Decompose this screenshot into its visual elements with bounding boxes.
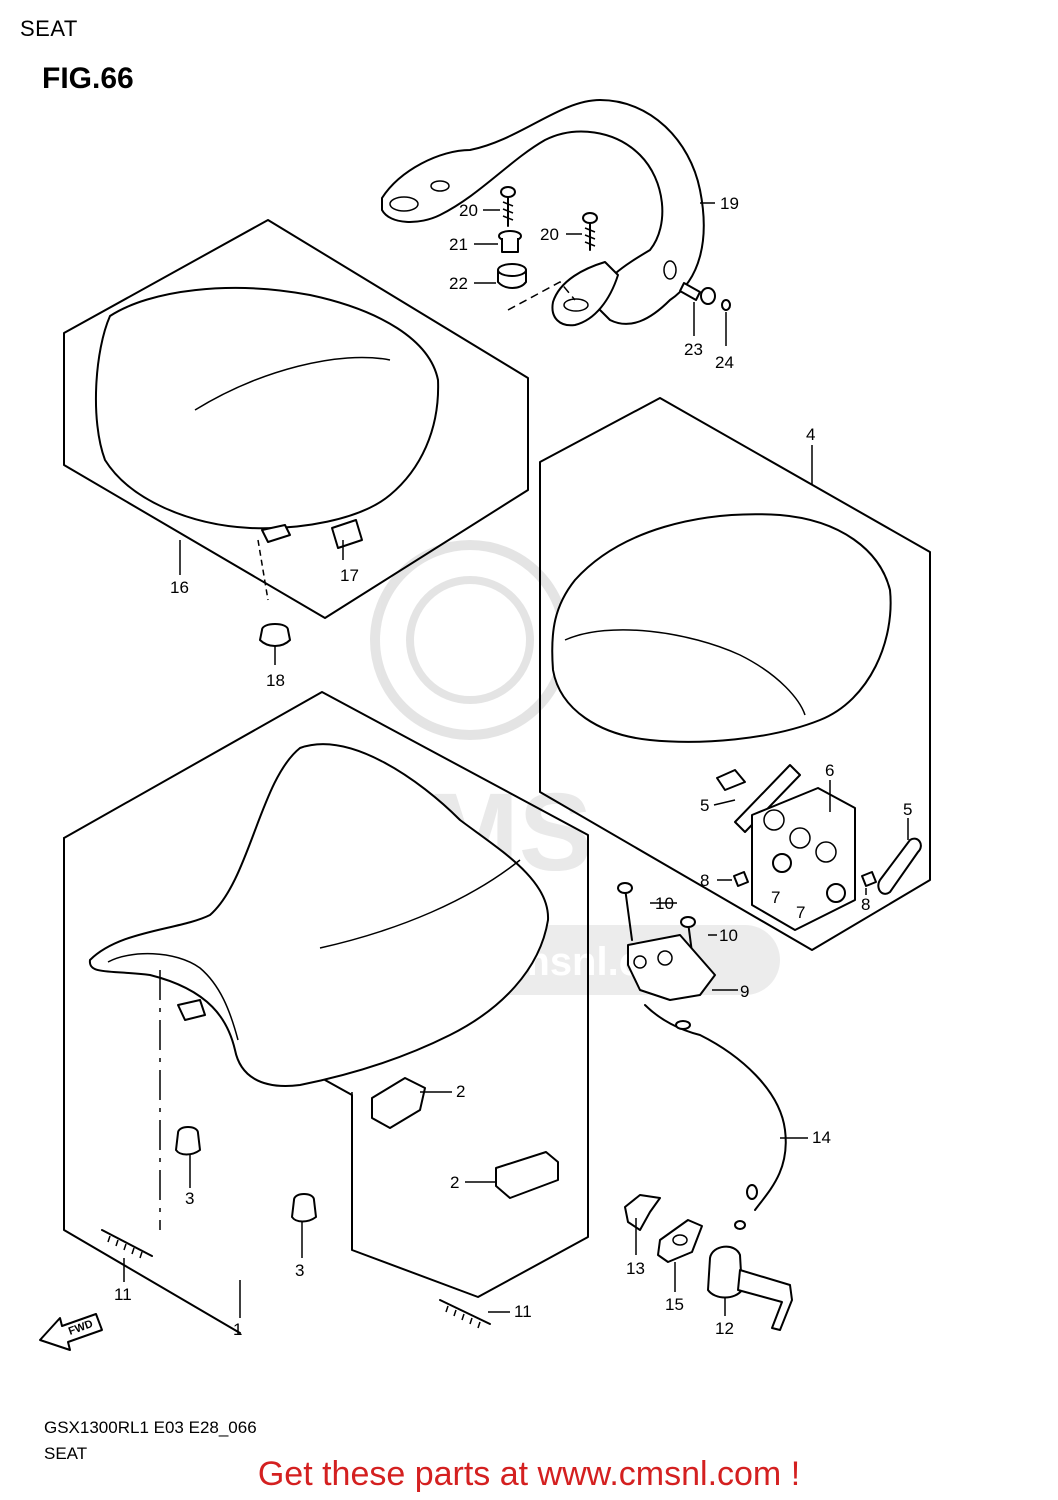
callout-7-right: 7 — [796, 903, 805, 922]
callout-13: 13 — [626, 1259, 645, 1278]
callout-20-left: 20 — [459, 201, 478, 220]
rear-seat-panel — [63, 219, 529, 647]
front-seat-panel — [63, 691, 589, 1334]
callout-12: 12 — [715, 1319, 734, 1338]
callout-9: 9 — [740, 982, 749, 1001]
callout-7-left: 7 — [771, 888, 780, 907]
callout-5-right: 5 — [903, 800, 912, 819]
rail-bolt-right — [582, 212, 598, 251]
callout-2-top: 2 — [456, 1082, 465, 1101]
category-title: SEAT — [20, 16, 78, 41]
rail-bolt-left — [500, 186, 516, 227]
callout-numbers: 1 2 2 3 3 4 5 5 6 7 7 8 8 9 10 10 11 11 … — [114, 194, 912, 1339]
rail-nut-washer — [679, 282, 731, 311]
callout-1: 1 — [233, 1320, 242, 1339]
callout-10-top: 10 — [655, 894, 674, 913]
collar-bushing — [498, 230, 522, 253]
callout-10-bottom: 10 — [719, 926, 738, 945]
callout-6: 6 — [825, 761, 834, 780]
callout-3-left: 3 — [185, 1189, 194, 1208]
callout-15: 15 — [665, 1295, 684, 1314]
grab-rail — [381, 99, 705, 327]
callout-2-bottom: 2 — [450, 1173, 459, 1192]
callout-20-right: 20 — [540, 225, 559, 244]
callout-11-right: 11 — [514, 1302, 532, 1321]
figure-number: FIG.66 — [42, 62, 134, 95]
callout-5-left: 5 — [700, 796, 709, 815]
pillion-seat-panel — [539, 397, 931, 951]
model-code: GSX1300RL1 E03 E28_066 — [44, 1418, 257, 1437]
leader-lines — [123, 202, 909, 1318]
callout-19: 19 — [720, 194, 739, 213]
callout-3-right: 3 — [295, 1261, 304, 1280]
callout-17: 17 — [340, 566, 359, 585]
callout-24: 24 — [715, 353, 734, 372]
callout-23: 23 — [684, 340, 703, 359]
callout-4: 4 — [806, 425, 815, 444]
callout-14: 14 — [812, 1128, 831, 1147]
promo-link[interactable]: Get these parts at www.cmsnl.com ! — [257, 1455, 801, 1493]
callout-18: 18 — [266, 671, 285, 690]
callout-11-left: 11 — [114, 1285, 132, 1304]
callout-8-left: 8 — [700, 871, 709, 890]
callout-21: 21 — [449, 235, 468, 254]
seat-lock-mechanism — [617, 882, 793, 1331]
callout-16: 16 — [170, 578, 189, 597]
section-label: SEAT — [44, 1444, 88, 1463]
forward-direction-arrow: FWD — [39, 1313, 103, 1351]
callout-22: 22 — [449, 274, 468, 293]
callout-8-right: 8 — [861, 895, 870, 914]
rubber-cushion — [497, 263, 527, 289]
